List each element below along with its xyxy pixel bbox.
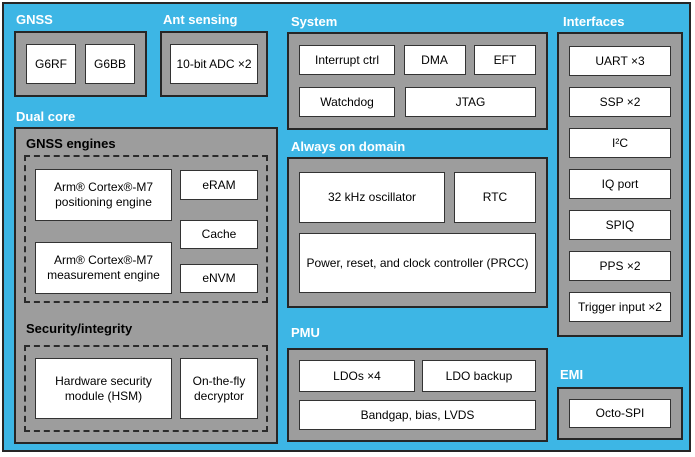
pmu-block: LDOs ×4 LDO backup Bandgap, bias, LVDS [287, 348, 548, 442]
box-i2c: I²C [569, 128, 671, 158]
box-interrupt-ctrl: Interrupt ctrl [299, 45, 395, 75]
security-integrity-group: Hardware security module (HSM) On-the-fl… [24, 345, 268, 432]
system-block: Interrupt ctrl DMA EFT Watchdog JTAG [287, 32, 548, 130]
box-bandgap-bias-lvds: Bandgap, bias, LVDS [299, 400, 536, 430]
box-g6bb: G6BB [85, 44, 135, 84]
dual-core-block: GNSS engines Arm® Cortex®-M7 positioning… [14, 127, 278, 444]
box-dma: DMA [403, 45, 466, 75]
box-hsm: Hardware security module (HSM) [35, 358, 172, 419]
box-g6rf: G6RF [26, 44, 76, 84]
box-octo-spi: Octo-SPI [569, 399, 671, 428]
box-eft: EFT [474, 45, 536, 75]
box-ssp: SSP ×2 [569, 87, 671, 117]
box-watchdog: Watchdog [299, 87, 395, 117]
interfaces-section-label: Interfaces [563, 14, 625, 29]
always-on-row-1: 32 kHz oscillator RTC [299, 172, 536, 223]
gnss-engines-label: GNSS engines [26, 136, 116, 151]
box-prcc: Power, reset, and clock controller (PRCC… [299, 233, 536, 293]
box-envm: eNVM [180, 264, 258, 293]
security-integrity-label: Security/integrity [26, 321, 133, 336]
interfaces-block: UART ×3 SSP ×2 I²C IQ port SPIQ PPS ×2 T… [557, 32, 683, 337]
box-uart: UART ×3 [569, 46, 671, 76]
ant-sensing-block: 10-bit ADC ×2 [160, 31, 268, 97]
box-ldo-backup: LDO backup [422, 360, 536, 392]
gnss-block: G6RF G6BB [14, 31, 147, 97]
system-row-1: Interrupt ctrl DMA EFT [299, 45, 536, 75]
pmu-row-1: LDOs ×4 LDO backup [299, 360, 536, 392]
system-section-label: System [291, 14, 338, 29]
box-10bit-adc: 10-bit ADC ×2 [170, 44, 258, 84]
box-eram: eRAM [180, 170, 258, 200]
box-pps: PPS ×2 [569, 251, 671, 281]
dual-core-section-label: Dual core [16, 109, 76, 124]
box-spiq: SPIQ [569, 210, 671, 240]
gnss-section-label: GNSS [16, 12, 53, 27]
box-otf-decryptor: On-the-fly decryptor [180, 358, 258, 419]
always-on-block: 32 kHz oscillator RTC Power, reset, and … [287, 157, 548, 308]
gnss-engines-group: Arm® Cortex®-M7 positioning engine Arm® … [24, 155, 268, 303]
box-cortex-m7-positioning: Arm® Cortex®-M7 positioning engine [35, 169, 172, 221]
emi-block: Octo-SPI [557, 387, 683, 440]
box-trigger-input: Trigger input ×2 [569, 292, 671, 322]
box-ldos: LDOs ×4 [299, 360, 415, 392]
box-jtag: JTAG [405, 87, 536, 117]
box-rtc: RTC [454, 172, 536, 223]
pmu-section-label: PMU [291, 325, 320, 340]
always-on-section-label: Always on domain [291, 139, 406, 154]
box-cache: Cache [180, 220, 258, 249]
system-row-2: Watchdog JTAG [299, 87, 536, 117]
emi-section-label: EMI [560, 367, 584, 382]
ant-sensing-section-label: Ant sensing [163, 12, 238, 27]
box-cortex-m7-measurement: Arm® Cortex®-M7 measurement engine [35, 242, 172, 294]
box-32khz-oscillator: 32 kHz oscillator [299, 172, 445, 223]
box-iq-port: IQ port [569, 169, 671, 199]
